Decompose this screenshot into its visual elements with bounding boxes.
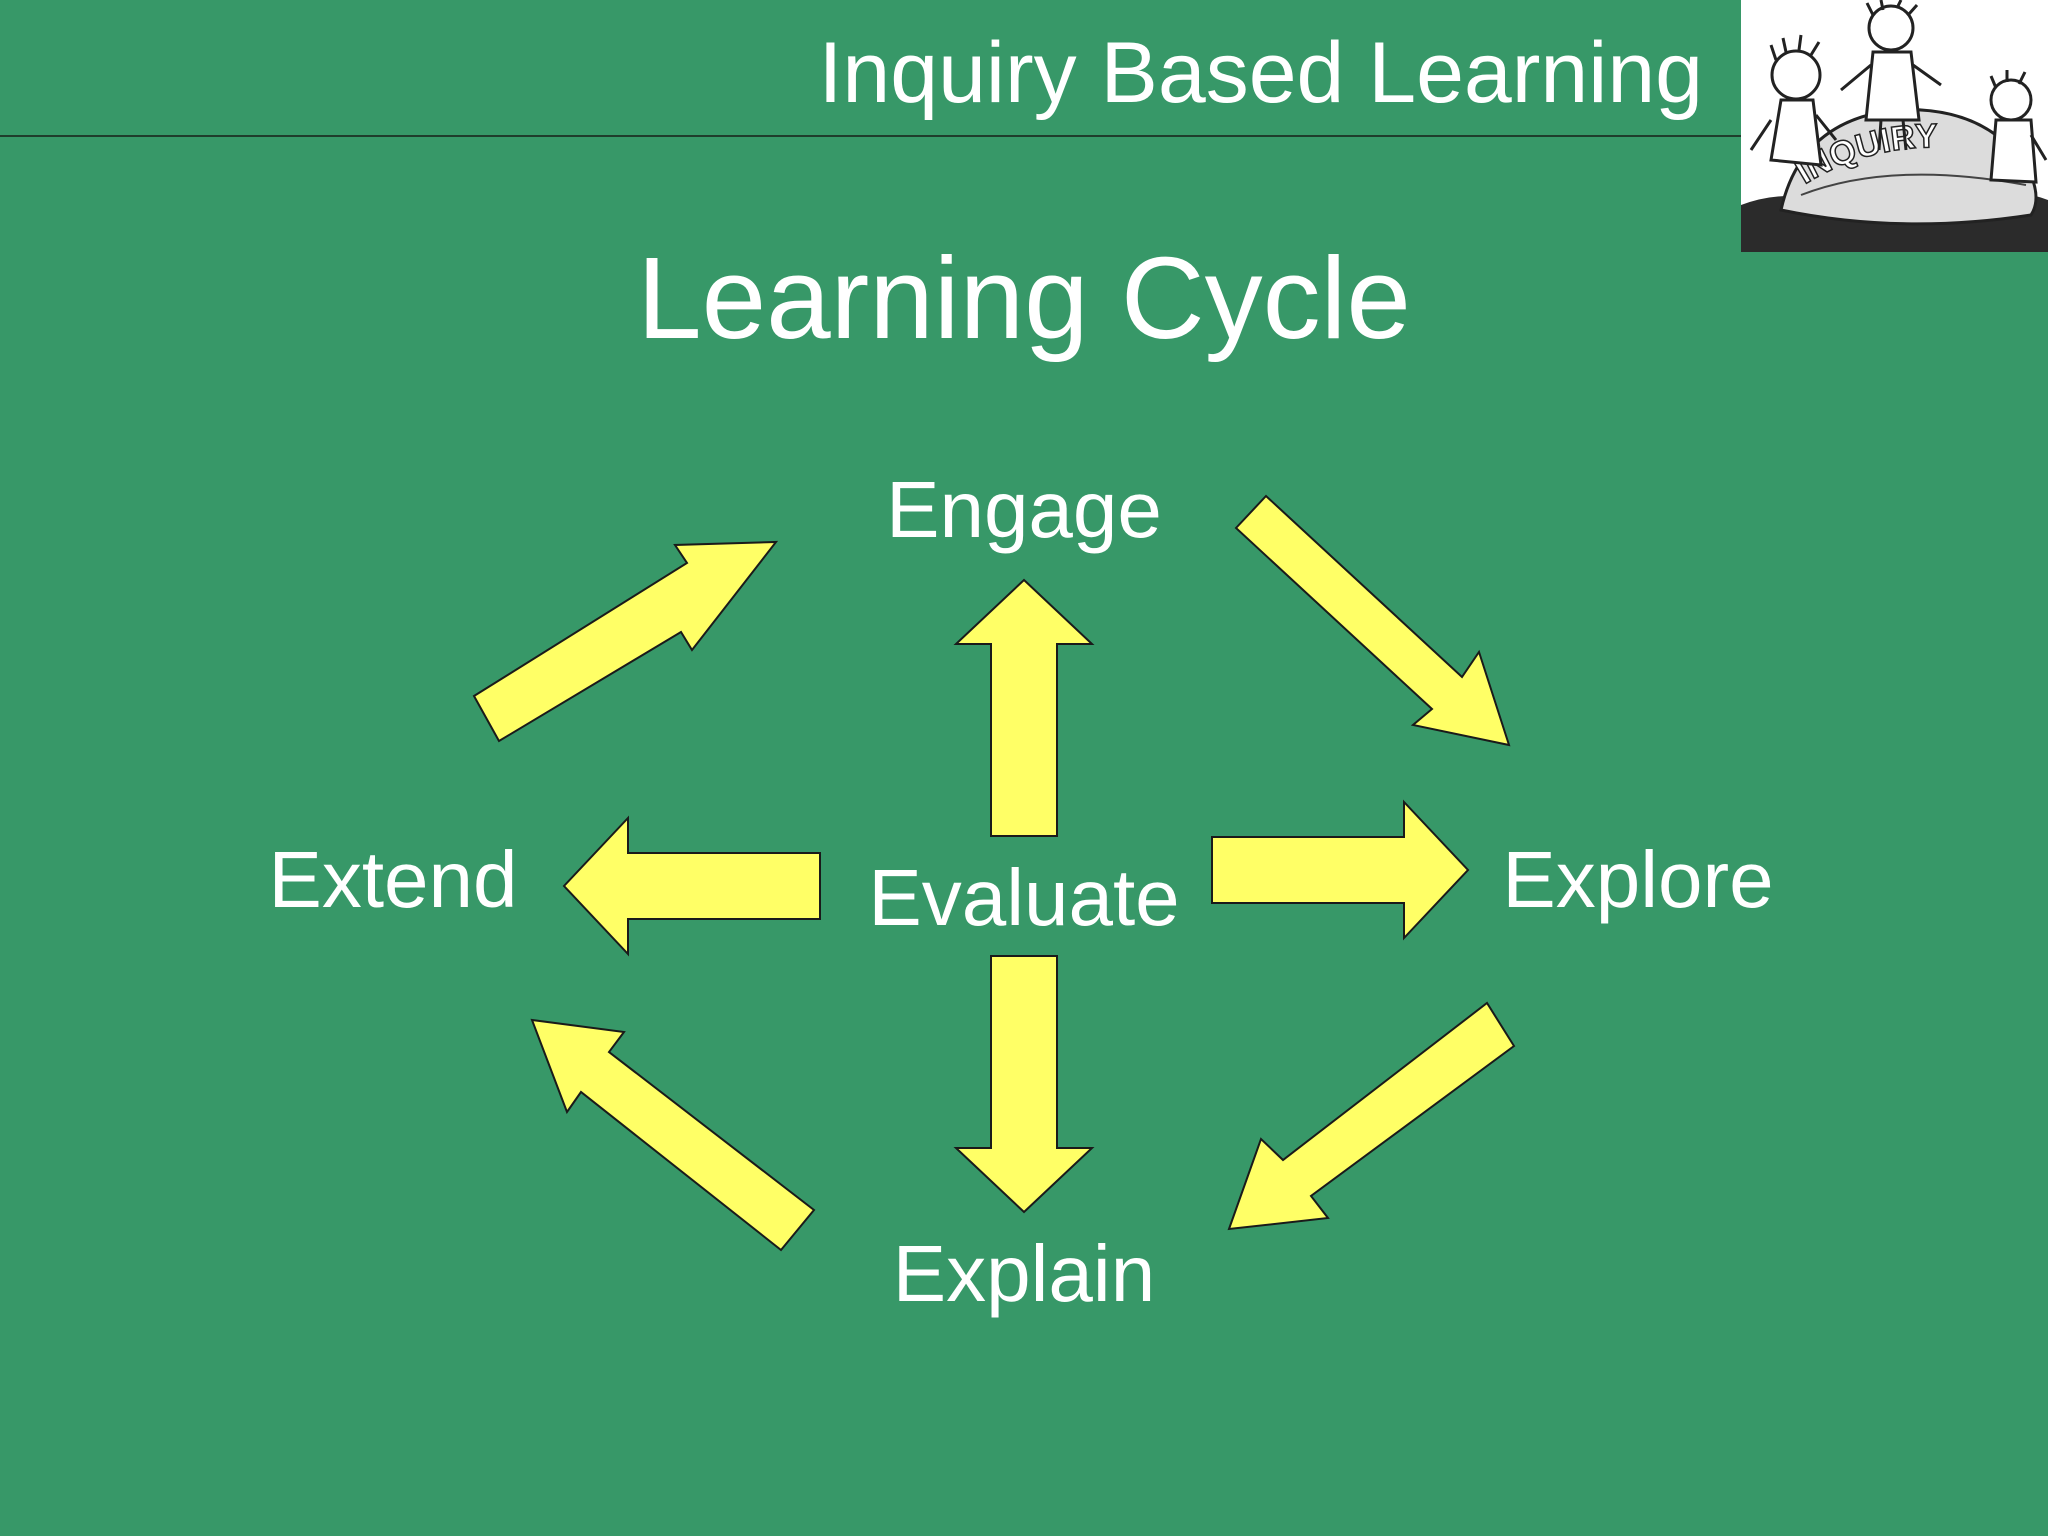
node-engage-label: Engage: [886, 465, 1162, 554]
inquiry-logo-image: INQUIRY: [1741, 0, 2048, 252]
arrow-evaluate-to-extend: [562, 815, 821, 957]
node-explore-label: Explore: [1502, 835, 1774, 924]
node-explain-label: Explain: [892, 1229, 1156, 1318]
node-extend-label: Extend: [268, 835, 518, 924]
node-evaluate-label: Evaluate: [868, 853, 1180, 942]
slide-title: Learning Cycle: [637, 233, 1411, 363]
arrow-engage-to-explore: [1234, 494, 1511, 747]
arrow-extend-to-engage: [472, 540, 779, 743]
inquiry-logo-drawing: INQUIRY: [1741, 0, 2048, 252]
arrow-evaluate-to-explain: [953, 955, 1095, 1214]
arrow-evaluate-to-engage: [953, 578, 1095, 837]
header-title: Inquiry Based Learning: [818, 25, 1703, 121]
arrow-explain-to-extend: [530, 1018, 816, 1252]
arrow-evaluate-to-explore: [1211, 799, 1470, 941]
header-divider: [0, 135, 1741, 137]
arrow-explore-to-explain: [1227, 1001, 1516, 1231]
